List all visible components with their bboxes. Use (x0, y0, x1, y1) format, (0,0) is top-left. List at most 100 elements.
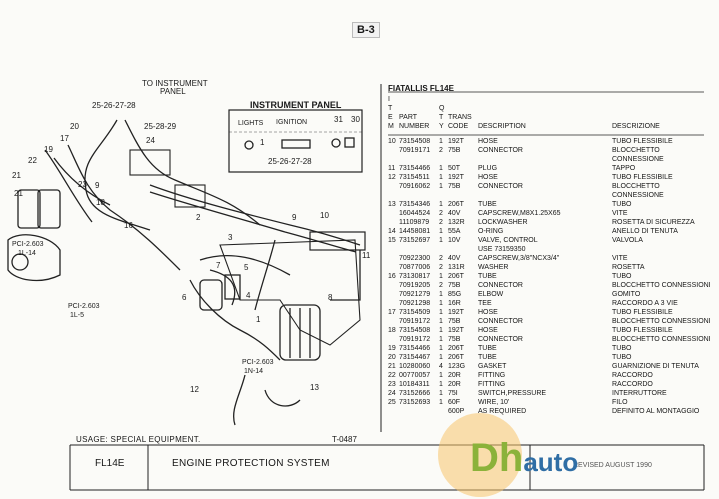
trans-code (448, 155, 478, 164)
italian-description: TUBO FLESSIBILE (612, 327, 673, 334)
trans-code: 20R (448, 381, 461, 388)
part-number: 70919205 (399, 282, 431, 289)
quantity: 1 (439, 318, 443, 325)
quantity: 1 (439, 183, 443, 190)
description: VALVE, CONTROL (478, 237, 538, 244)
description: HOSE (478, 138, 498, 145)
part-number: 70922300 (399, 255, 431, 262)
part-number: 73154466 (399, 165, 431, 172)
panel-refs: 25-26-27-28 (268, 157, 312, 166)
part-number (399, 155, 439, 164)
italian-description: BLOCCHETTO CONNESSIONE (612, 282, 710, 289)
callout-21: 21 (12, 171, 21, 180)
italian-description: VITE (612, 255, 628, 262)
trans-code: 75B (448, 147, 461, 154)
callout-1: 1 (256, 315, 261, 324)
callout-9b: 9 (292, 213, 297, 222)
italian-description: TAPPO (612, 165, 636, 172)
quantity: 1 (439, 174, 443, 181)
item-number: 20 (388, 354, 396, 361)
part-number (399, 407, 439, 416)
to-panel-label-2: PANEL (160, 87, 186, 96)
trans-code: 192T (448, 309, 464, 316)
item-number (388, 245, 399, 254)
description: USE 73159350 (478, 246, 526, 253)
parts-row: CONNESSIONE (388, 155, 710, 164)
italian-description: BLOCCHETTO (612, 147, 660, 154)
item-number: 17 (388, 309, 396, 316)
part-number: 70916062 (399, 183, 431, 190)
description: TEE (478, 300, 492, 307)
italian-description: ANELLO DI TENUTA (612, 228, 678, 235)
description: CAPSCREW,3/8"NCX3/4" (478, 255, 560, 262)
footer-model: FL14E (95, 458, 125, 469)
description: CONNECTOR (478, 147, 523, 154)
quantity: 1 (439, 165, 443, 172)
quantity (439, 407, 448, 416)
callout-17: 17 (60, 134, 69, 143)
item-number (388, 281, 399, 290)
item-number: 15 (388, 237, 396, 244)
trans-code: 75I (448, 390, 458, 397)
trans-code: 192T (448, 327, 464, 334)
part-number: 73154508 (399, 327, 431, 334)
description: CONNECTOR (478, 282, 523, 289)
panel-title: INSTRUMENT PANEL (250, 100, 342, 110)
part-number: 70921279 (399, 291, 431, 298)
item-number: 19 (388, 345, 396, 352)
trans-code: 206T (448, 345, 464, 352)
part-number: 70877006 (399, 264, 431, 271)
item-number (388, 146, 399, 155)
part-number (399, 245, 439, 254)
trans-code: 206T (448, 201, 464, 208)
trans-code (448, 191, 478, 200)
quantity: 2 (439, 264, 443, 271)
usage-note: USAGE: SPECIAL EQUIPMENT. (76, 435, 201, 444)
part-number: 11109879 (399, 219, 430, 226)
item-number (388, 335, 399, 344)
item-number: 24 (388, 390, 396, 397)
italian-description: CONNESSIONE (612, 156, 664, 163)
callout-1b: 1 (260, 138, 265, 147)
callout-30: 30 (351, 115, 360, 124)
description: TUBE (478, 201, 497, 208)
description: CONNECTOR (478, 318, 523, 325)
quantity: 1 (439, 399, 443, 406)
trans-code: 75B (448, 336, 461, 343)
item-number (388, 209, 399, 218)
italian-description: TUBO (612, 273, 632, 280)
callout-8: 8 (328, 293, 333, 302)
trans-code: 20R (448, 372, 461, 379)
quantity: 2 (439, 210, 443, 217)
callout-5: 5 (244, 263, 249, 272)
description: HOSE (478, 309, 498, 316)
description (478, 191, 612, 200)
trans-code: 131R (448, 264, 465, 271)
panel-lights-label: LIGHTS (238, 120, 264, 127)
italian-description: GUARNIZIONE DI TENUTA (612, 363, 699, 370)
trans-code: 50T (448, 165, 461, 172)
quantity: 1 (439, 327, 443, 334)
item-number (388, 218, 399, 227)
parts-row: CONNESSIONE (388, 191, 710, 200)
callout-6: 6 (182, 293, 187, 302)
part-number: 73154467 (399, 354, 431, 361)
italian-description: RACCORDO A 3 VIE (612, 300, 678, 307)
callout-2: 2 (196, 213, 201, 222)
to-panel-label-1: TO INSTRUMENT (142, 79, 208, 88)
callout-10: 10 (320, 211, 329, 220)
header-desc: DESCRIPTION (478, 123, 526, 130)
pci-1-b: 1L-14 (18, 250, 36, 257)
quantity: 1 (439, 201, 443, 208)
